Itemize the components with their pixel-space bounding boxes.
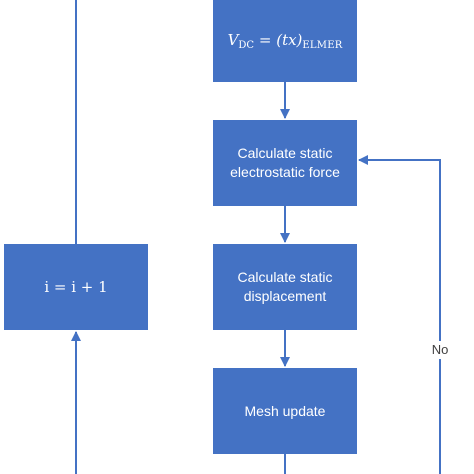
node-mesh-label: Mesh update: [244, 402, 326, 419]
node-increment-label: i = i + 1: [44, 277, 108, 296]
node-calculate-displacement: Calculate static displacement: [213, 244, 357, 330]
vdc-equals: =: [258, 30, 272, 49]
vdc-symbol: V: [227, 30, 239, 49]
node-mesh-update: Mesh update: [213, 368, 357, 454]
connector-no-loop: [358, 155, 441, 474]
node-displacement-label: Calculate static displacement: [237, 269, 333, 304]
vdc-subscript: DC: [238, 39, 255, 51]
node-vdc-assignment: VDC = (tx)ELMER: [213, 0, 357, 82]
vdc-equation: VDC = (tx)ELMER: [228, 30, 343, 53]
node-increment: i = i + 1: [4, 244, 148, 330]
node-force-label: Calculate static electrostatic force: [230, 145, 340, 180]
vdc-rhs-subscript: ELMER: [302, 39, 343, 51]
vdc-rhs: (tx): [276, 30, 303, 49]
node-calculate-force: Calculate static electrostatic force: [213, 120, 357, 206]
edge-label-no: No: [425, 341, 455, 359]
